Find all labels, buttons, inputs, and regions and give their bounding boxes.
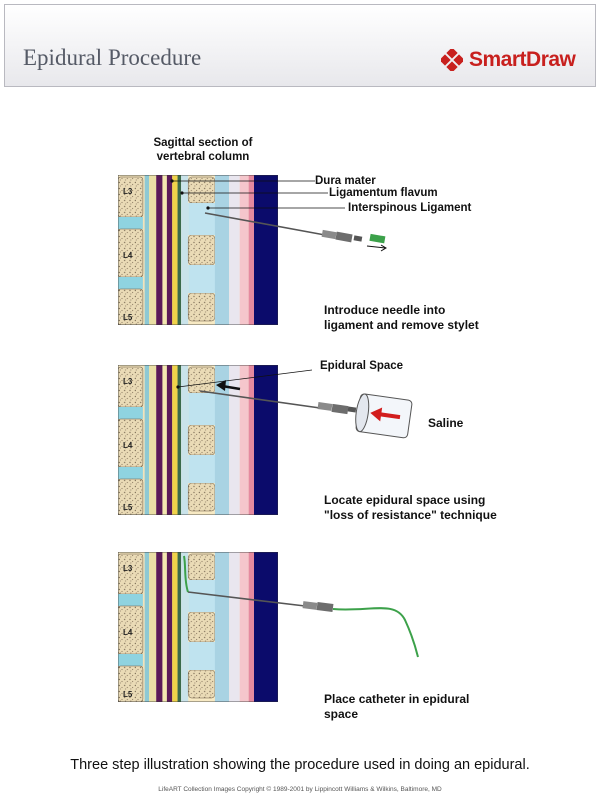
step1-caption-line-2: ligament and remove stylet — [324, 318, 479, 332]
brand-logo: SmartDraw — [441, 47, 586, 73]
label-interspinous-ligament: Interspinous Ligament — [348, 202, 472, 214]
step3-caption-line-1: Place catheter in epidural — [324, 692, 470, 706]
figure-caption: Three step illustration showing the proc… — [70, 757, 530, 773]
step3-caption: Place catheter in epidural space — [324, 692, 469, 722]
label-ligamentum-flavum: Ligamentum flavum — [329, 187, 438, 199]
spine-panel-1: L3 L4 L5 — [118, 175, 387, 325]
svg-text:L4: L4 — [123, 628, 133, 637]
brand-name: SmartDraw — [469, 48, 576, 71]
copyright-credit: LifeART Collection Images Copyright © 19… — [158, 786, 442, 793]
svg-text:L4: L4 — [123, 251, 133, 260]
svg-text:L3: L3 — [123, 187, 133, 196]
step1-caption-line-1: Introduce needle into — [324, 303, 446, 317]
label-saline: Saline — [428, 416, 464, 430]
svg-text:L3: L3 — [123, 564, 133, 573]
spine-panel-2: L3 L4 L5 — [118, 365, 413, 515]
page-title: Epidural Procedure — [23, 45, 202, 70]
step2-caption: Locate epidural space using "loss of res… — [324, 493, 497, 523]
step2-caption-line-2: "loss of resistance" technique — [324, 508, 497, 522]
label-dura-mater: Dura mater — [315, 175, 376, 187]
header-bar: Epidural Procedure SmartDraw — [4, 4, 596, 87]
smartdraw-logo-icon — [441, 49, 463, 71]
label-epidural-space: Epidural Space — [320, 360, 404, 372]
svg-text:L5: L5 — [123, 313, 133, 322]
svg-text:L5: L5 — [123, 690, 133, 699]
step1-caption: Introduce needle into ligament and remov… — [324, 303, 479, 333]
spine-panel-3: L3 L4 L5 — [118, 552, 419, 702]
svg-text:L3: L3 — [123, 377, 133, 386]
step2-caption-line-1: Locate epidural space using — [324, 493, 486, 507]
heading-line-1: Sagittal section of — [153, 137, 253, 149]
svg-text:L4: L4 — [123, 441, 133, 450]
step3-caption-line-2: space — [324, 707, 359, 721]
heading-line-2: vertebral column — [156, 151, 250, 163]
svg-text:L5: L5 — [123, 503, 133, 512]
diagram-heading: Sagittal section of vertebral column — [128, 136, 278, 164]
